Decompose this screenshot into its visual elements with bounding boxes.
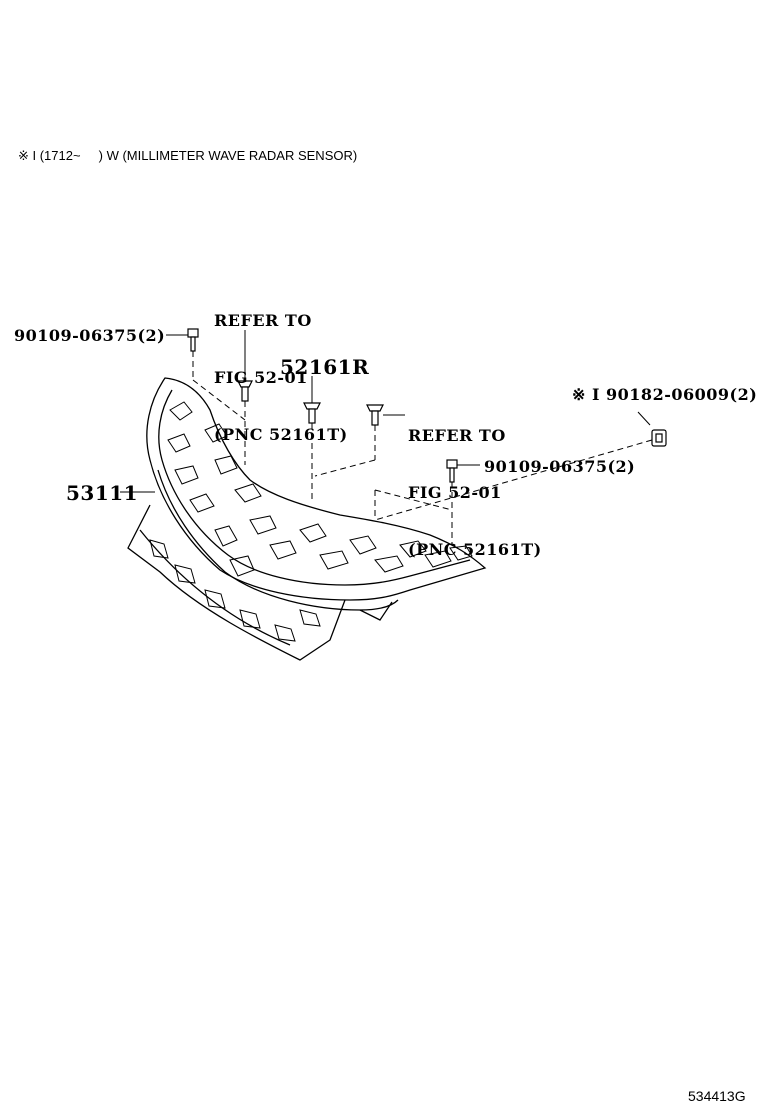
label-52161R: 52161R (280, 355, 370, 379)
refer-right-line3: (PNC 52161T) (408, 540, 542, 559)
figure-code: 534413G (688, 1088, 746, 1104)
nut-right-icon (651, 429, 667, 447)
refer-top-line2: FIG 52-01 (214, 368, 308, 387)
refer-note-right: REFER TO FIG 52-01 (PNC 52161T) (408, 388, 542, 578)
label-nut-right: ※ I 90182-06009(2) (572, 385, 758, 404)
radiator-grille-53111 (127, 377, 487, 661)
label-53111: 53111 (66, 481, 139, 505)
dashed-install-lines (192, 351, 653, 545)
refer-right-line1: REFER TO (408, 426, 506, 445)
label-bolt-right: 90109-06375(2) (484, 457, 636, 476)
clip-top-left-icon (237, 380, 253, 402)
refer-right-line2: FIG 52-01 (408, 483, 502, 502)
bolt-left-icon (187, 328, 199, 352)
leader-lines (120, 330, 651, 493)
label-bolt-left: 90109-06375(2) (14, 326, 166, 345)
clip-52161R-icon (303, 402, 321, 424)
refer-top-line1: REFER TO (214, 311, 312, 330)
clip-right-icon (366, 404, 384, 426)
refer-top-line3: (PNC 52161T) (214, 425, 348, 444)
header-note: ※ I (1712~ ) W (MILLIMETER WAVE RADAR SE… (18, 148, 358, 163)
refer-note-top: REFER TO FIG 52-01 (PNC 52161T) (214, 273, 348, 463)
